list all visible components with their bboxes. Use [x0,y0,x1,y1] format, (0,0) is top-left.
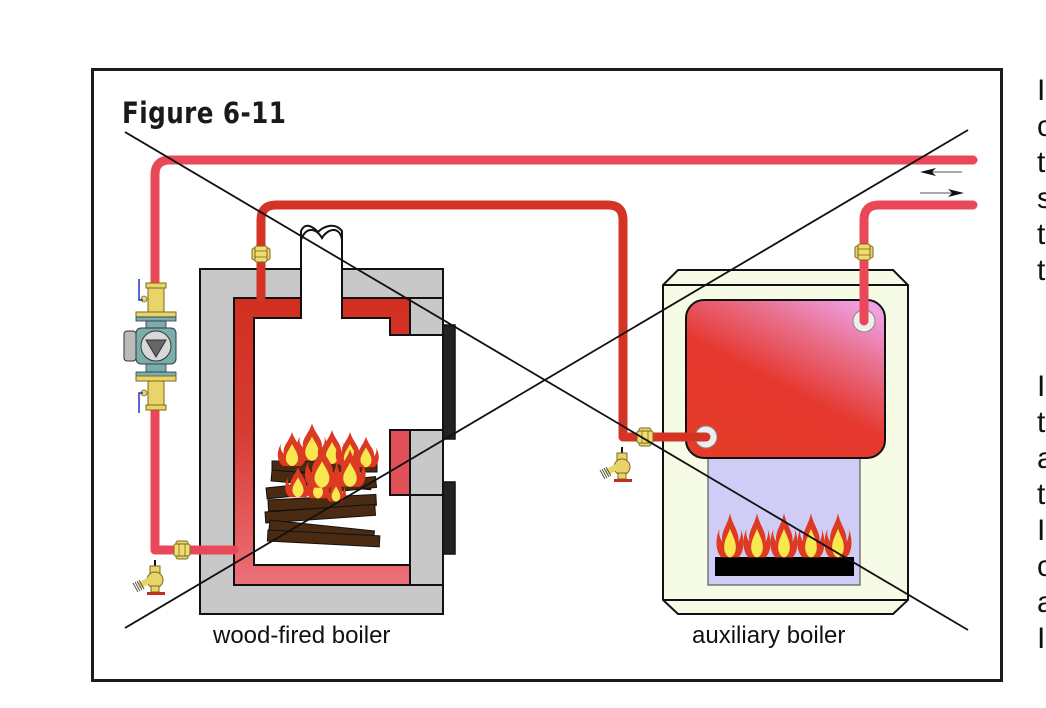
side-text-char: a [1037,586,1046,619]
wood-boiler-label: wood-fired boiler [213,622,391,649]
side-text-char: t [1037,478,1046,511]
side-text-char: t [1037,406,1046,439]
flow-arrow-right-icon [948,189,964,197]
side-text-char: a [1037,442,1046,475]
circulator-pump [123,279,177,413]
flow-arrow-left-icon [920,168,936,176]
lower-door [442,481,456,555]
side-text-char: c [1037,550,1046,583]
union-icon [173,540,191,560]
flow-arrows [920,168,964,197]
drain-valve-icon [600,447,632,482]
water-tank [685,299,886,459]
chimney-flue [300,229,343,241]
gas-burner [715,557,854,576]
auxiliary-boiler [662,269,909,615]
upper-door [442,324,456,440]
union-icon [251,245,271,263]
side-text-char: I [1037,370,1046,403]
drain-valve-icon [133,560,165,595]
side-text-char: I [1037,74,1046,107]
figure-title: Figure 6-11 [122,96,287,130]
hot-pipe [256,200,628,442]
cross-out-marks [124,129,969,631]
return-pipe [859,200,978,326]
aux-boiler-label: auxiliary boiler [692,622,846,649]
side-text-char: t [1037,218,1046,251]
union-icon [854,243,874,261]
figure-frame [91,68,1003,682]
side-text-char: c [1037,110,1046,143]
side-text-char: t [1037,254,1046,287]
side-text-char: I [1037,622,1046,655]
side-text-char: t [1037,146,1046,179]
wood-fired-boiler [199,224,456,615]
side-text-char: I [1037,514,1046,547]
supply-pipe [150,155,978,555]
side-text-char: s [1037,182,1046,215]
